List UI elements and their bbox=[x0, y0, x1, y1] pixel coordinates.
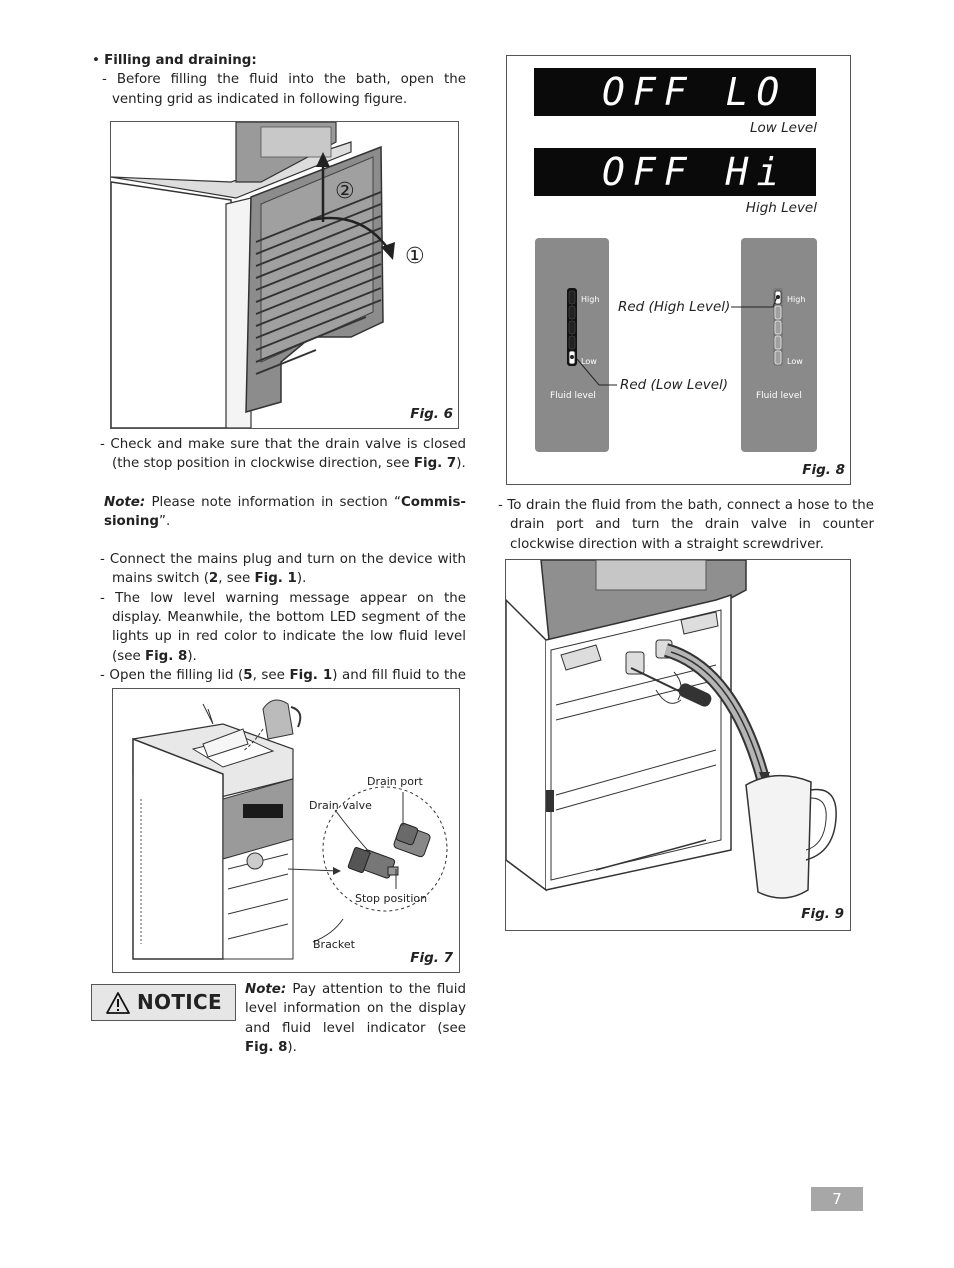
step-1-marker: ① bbox=[405, 244, 425, 269]
low-label: Low bbox=[787, 357, 803, 366]
paragraph-drain-fluid: - To drain the fluid from the bath, conn… bbox=[498, 498, 874, 552]
section-ref: Commis-sioning bbox=[104, 494, 466, 529]
notice-label: NOTICE bbox=[137, 989, 222, 1014]
section-heading-text: Filling and draining: bbox=[104, 53, 257, 68]
high-level-caption: High Level bbox=[745, 200, 817, 216]
fig-ref: Fig. 8 bbox=[144, 648, 188, 664]
figure-9-label: Fig. 9 bbox=[801, 905, 844, 922]
fig-ref: Fig. 1 bbox=[289, 667, 333, 683]
drain-port-label: Drain port bbox=[367, 775, 423, 788]
paragraph-low-level-warning: - The low level warning message appear o… bbox=[100, 590, 466, 664]
drain-valve-label: Drain valve bbox=[309, 799, 372, 812]
paragraph-check-valve: - Check and make sure that the drain val… bbox=[100, 437, 466, 472]
fig-ref: Fig. 8 bbox=[245, 1039, 288, 1055]
bracket-label: Bracket bbox=[313, 938, 355, 951]
note-commissioning: Note: Please note information in section… bbox=[104, 494, 466, 529]
page-number: 7 bbox=[811, 1187, 863, 1211]
fluid-level-label: Fluid level bbox=[756, 391, 802, 401]
callout-red-high: Red (High Level) bbox=[618, 299, 731, 315]
figure-9: Fig. 9 bbox=[505, 559, 851, 931]
left-column: • Filling and draining: - Before filling… bbox=[92, 51, 466, 109]
high-label: High bbox=[787, 295, 806, 304]
fig-ref: Fig. 7 bbox=[413, 456, 457, 472]
note-label: Note: bbox=[245, 982, 287, 997]
lcd-display-high: OFF Hi L bbox=[534, 148, 816, 196]
fluid-level-panel-high: High Low Fluid level bbox=[741, 238, 817, 452]
figure-6: ② ① Fig. 6 bbox=[110, 121, 459, 429]
callout-red-low: Red (Low Level) bbox=[620, 377, 729, 393]
led-bar-high bbox=[773, 288, 783, 366]
high-label: High bbox=[581, 295, 600, 304]
note-fluid-level: Note: Pay attention to the fluid level i… bbox=[245, 982, 466, 1055]
low-level-caption: Low Level bbox=[750, 120, 817, 136]
figure-8: OFF LO L Low Level OFF Hi L High Level H… bbox=[506, 55, 851, 485]
fig-ref: Fig. 1 bbox=[254, 571, 297, 587]
figure-8-label: Fig. 8 bbox=[802, 461, 845, 478]
note-label: Note: bbox=[104, 494, 146, 510]
venting-grid-illustration bbox=[110, 121, 395, 429]
lcd-display-low: OFF LO L bbox=[534, 68, 816, 116]
fluid-level-label: Fluid level bbox=[550, 391, 596, 401]
figure-7: Drain port Drain valve Stop position Bra… bbox=[112, 688, 460, 973]
fluid-level-panel-low: High Low Fluid level bbox=[535, 238, 609, 452]
led-bar-low bbox=[567, 288, 577, 366]
low-label: Low bbox=[581, 357, 597, 366]
drain-hose-illustration bbox=[505, 559, 837, 899]
stop-position-label: Stop position bbox=[355, 892, 428, 905]
device-drain-illustration bbox=[132, 699, 448, 960]
figure-7-label: Fig. 7 bbox=[410, 949, 453, 966]
paragraph-mains-plug: - Connect the mains plug and turn on the… bbox=[100, 552, 466, 587]
left-column-mid: - Check and make sure that the drain val… bbox=[100, 435, 466, 705]
lcd-low-text: OFF LO L bbox=[602, 70, 816, 114]
step-2-marker: ② bbox=[335, 179, 355, 204]
paragraph-open-grid: - Before filling the fluid into the bath… bbox=[102, 72, 466, 107]
lcd-high-text: OFF Hi L bbox=[602, 150, 816, 194]
callout-lines bbox=[576, 296, 778, 386]
figure-6-label: Fig. 6 bbox=[410, 405, 453, 422]
section-heading: • Filling and draining: bbox=[92, 53, 257, 68]
notice-box: NOTICE bbox=[91, 984, 236, 1021]
warning-triangle-icon bbox=[106, 991, 130, 1014]
